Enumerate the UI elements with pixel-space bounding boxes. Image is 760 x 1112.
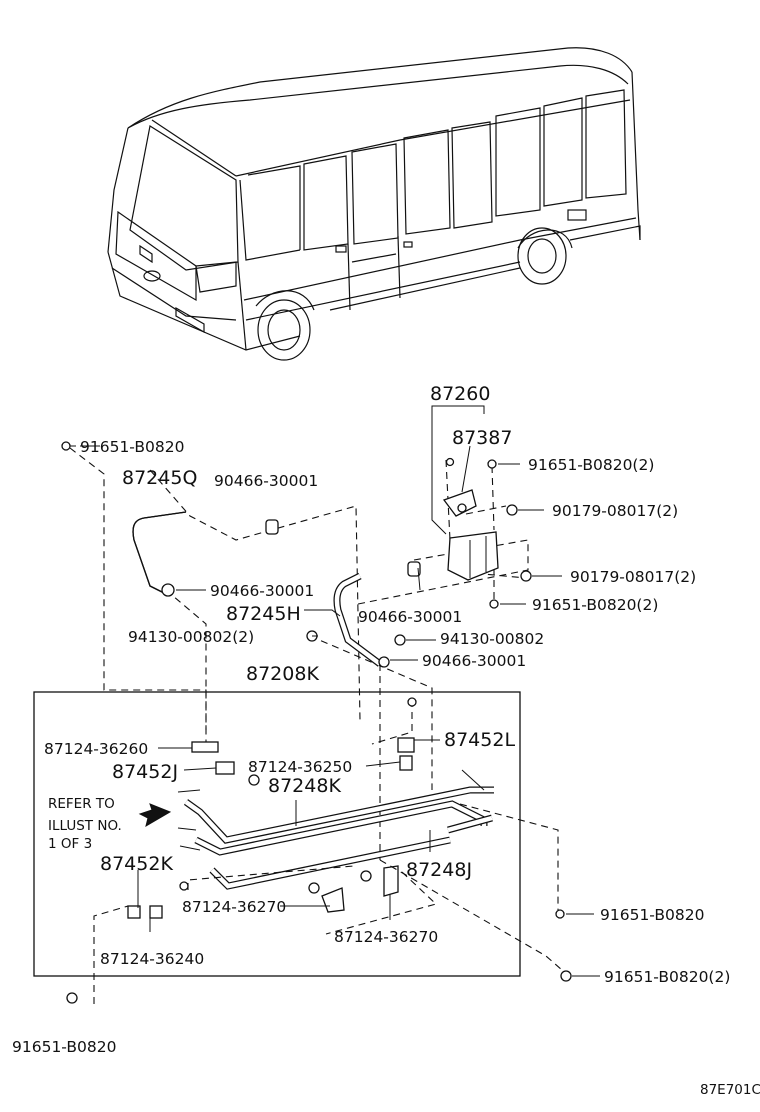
fasteners-lower bbox=[66, 697, 572, 1004]
part-number-label: 94130-00802(2) bbox=[128, 628, 254, 646]
leader-lines-lower bbox=[93, 739, 600, 1004]
part-number-label: 91651-B0820 bbox=[80, 438, 184, 456]
parts-box bbox=[33, 691, 521, 977]
refer-note-line-1: REFER TO bbox=[48, 796, 115, 812]
pipe-87245h bbox=[333, 572, 390, 668]
bus-illustration bbox=[107, 47, 641, 361]
pipes-lower bbox=[177, 769, 494, 890]
part-number-label: 90466-30001 bbox=[422, 652, 526, 670]
part-number-label: 87124-36270 bbox=[334, 928, 438, 946]
part-number-label: 87387 bbox=[452, 427, 512, 449]
part-number-label: 91651-B0820 bbox=[600, 906, 704, 924]
part-number-label: 87208K bbox=[246, 663, 319, 685]
part-number-label: 94130-00802 bbox=[440, 630, 544, 648]
part-number-label: 90179-08017(2) bbox=[552, 502, 678, 520]
part-number-label: 90466-30001 bbox=[214, 472, 318, 490]
part-number-label: 91651-B0820(2) bbox=[532, 596, 658, 614]
part-number-label: 87245H bbox=[226, 603, 301, 625]
fasteners-upper bbox=[61, 441, 532, 646]
part-number-label: 87452J bbox=[112, 761, 178, 783]
refer-note: REFER TO ILLUST NO. 1 OF 3 bbox=[48, 796, 122, 852]
pipe-87245q bbox=[132, 511, 187, 597]
part-number-label: 87248K bbox=[268, 775, 341, 797]
part-number-label: 90466-30001 bbox=[358, 608, 462, 626]
part-number-label: 87248J bbox=[406, 859, 472, 881]
part-number-label: 87124-36240 bbox=[100, 950, 204, 968]
part-number-label: 87452L bbox=[444, 729, 515, 751]
part-number-label: 87245Q bbox=[122, 467, 197, 489]
part-number-label: 91651-B0820(2) bbox=[528, 456, 654, 474]
refer-arrow-icon bbox=[138, 803, 172, 828]
refer-note-line-2: ILLUST NO. bbox=[48, 818, 122, 834]
part-number-label: 87124-36270 bbox=[182, 898, 286, 916]
part-number-label: 90466-30001 bbox=[210, 582, 314, 600]
part-number-label: 91651-B0820 bbox=[12, 1038, 116, 1056]
refer-note-line-3: 1 OF 3 bbox=[48, 836, 92, 852]
part-number-label: 87260 bbox=[430, 383, 490, 405]
part-number-label: 87124-36260 bbox=[44, 740, 148, 758]
part-number-label: 91651-B0820(2) bbox=[604, 968, 730, 986]
part-number-label: 87452K bbox=[100, 853, 173, 875]
illustration-code: 87E701C bbox=[700, 1082, 760, 1098]
part-number-label: 90179-08017(2) bbox=[570, 568, 696, 586]
callout-labels: 91651-B0820 87245Q 90466-30001 90466-30001 8… bbox=[12, 383, 730, 1056]
part-number-label: 87124-36250 bbox=[248, 758, 352, 776]
leader-lines-upper bbox=[80, 445, 562, 661]
bracket-87260 bbox=[431, 405, 499, 581]
